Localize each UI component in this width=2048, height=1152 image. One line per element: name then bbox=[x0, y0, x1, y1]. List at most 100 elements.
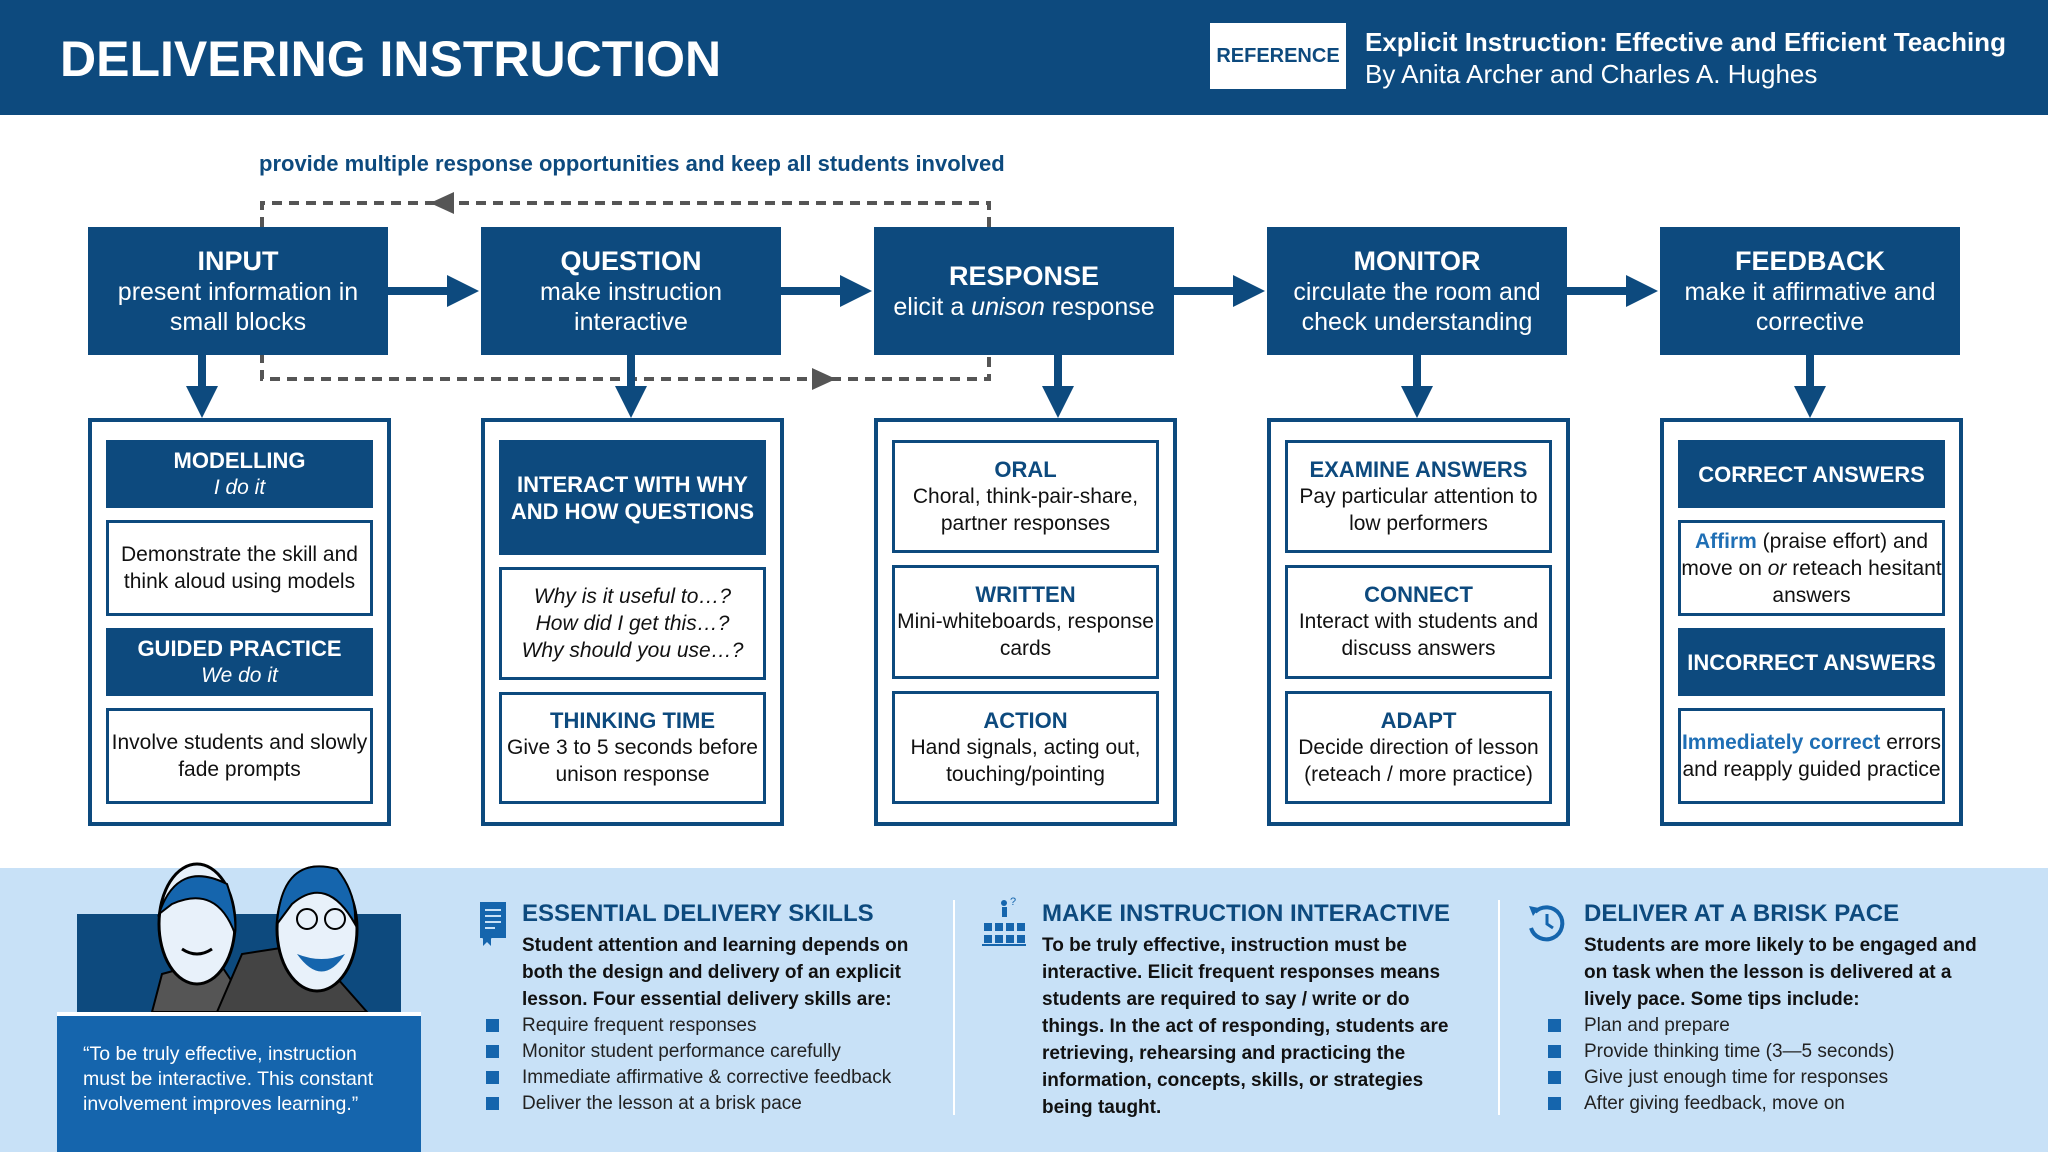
section-make-instruction-interactive: MAKE INSTRUCTION INTERACTIVE To be truly… bbox=[1042, 900, 1462, 1121]
card-text-part: reteach hesitant answers bbox=[1772, 556, 1942, 607]
card-line: How did I get this…? bbox=[535, 611, 730, 635]
quote: “To be truly effective, instruction must… bbox=[57, 1012, 421, 1152]
list-item: Give just enough time for responses bbox=[1548, 1065, 2004, 1091]
detail-card: Immediately correct errors and reapply g… bbox=[1678, 708, 1945, 804]
detail-column-2: INTERACT WITH WHY AND HOW QUESTIONS Why i… bbox=[481, 418, 784, 826]
card-text: Choral, think-pair-share, partner respon… bbox=[912, 485, 1139, 536]
detail-card: Affirm (praise effort) and move on or re… bbox=[1678, 520, 1945, 616]
bullet-list: Require frequent responses Monitor stude… bbox=[486, 1013, 922, 1117]
step-title: INPUT bbox=[197, 246, 279, 276]
card-text-part: (praise effort) and move on bbox=[1681, 529, 1929, 580]
divider bbox=[1498, 900, 1500, 1115]
bullet-list: Plan and prepare Provide thinking time (… bbox=[1548, 1013, 2004, 1117]
section-title: ESSENTIAL DELIVERY SKILLS bbox=[522, 900, 874, 927]
card-title: MODELLING bbox=[173, 448, 306, 473]
list-item: Monitor student performance carefully bbox=[486, 1039, 922, 1065]
subtitle-emphasis: unison bbox=[971, 293, 1045, 321]
card-text-part: errors and reapply guided practice bbox=[1682, 731, 1942, 781]
authors-portrait bbox=[77, 862, 401, 1013]
loop-label: provide multiple response opportunities … bbox=[259, 151, 1005, 176]
section-body: Student attention and learning depends o… bbox=[522, 935, 909, 1010]
book-title: Explicit Instruction: Effective and Effi… bbox=[1365, 27, 2006, 57]
step-subtitle: elicit a unison response bbox=[874, 292, 1174, 322]
list-item: Provide thinking time (3—5 seconds) bbox=[1548, 1039, 2004, 1065]
section-title: DELIVER AT A BRISK PACE bbox=[1584, 900, 1900, 927]
subtitle-text: response bbox=[1044, 293, 1155, 321]
card-title: EXAMINE ANSWERS bbox=[1309, 457, 1528, 483]
book-reference: Explicit Instruction: Effective and Effi… bbox=[1365, 26, 2006, 90]
detail-card: GUIDED PRACTICE We do it bbox=[106, 628, 373, 696]
loop-arrowhead-right bbox=[812, 368, 836, 390]
detail-card: Involve students and slowly fade prompts bbox=[106, 708, 373, 804]
step-subtitle: make instruction interactive bbox=[539, 278, 723, 336]
loop-arrowhead-left bbox=[430, 192, 454, 214]
card-text: Demonstrate the skill and think aloud us… bbox=[121, 543, 358, 593]
card-title: INCORRECT ANSWERS bbox=[1687, 649, 1936, 675]
card-title: GUIDED PRACTICE bbox=[137, 636, 342, 661]
detail-card: Demonstrate the skill and think aloud us… bbox=[106, 520, 373, 616]
card-lead: Affirm bbox=[1694, 529, 1757, 553]
card-text: Pay particular attention to low performe… bbox=[1299, 485, 1538, 536]
step-subtitle: make it affirmative and corrective bbox=[1684, 278, 1936, 336]
list-item: Require frequent responses bbox=[486, 1013, 922, 1039]
card-text: Decide direction of lesson (reteach / mo… bbox=[1298, 735, 1539, 786]
step-title: RESPONSE bbox=[948, 261, 1100, 291]
list-item: Plan and prepare bbox=[1548, 1013, 2004, 1039]
detail-column-5: CORRECT ANSWERS Affirm (praise effort) an… bbox=[1660, 418, 1963, 826]
card-title: WRITTEN bbox=[975, 582, 1076, 608]
card-text: Hand signals, acting out, touching/point… bbox=[910, 735, 1141, 786]
step-title: FEEDBACK bbox=[1734, 246, 1885, 276]
subtitle-text: elicit a bbox=[893, 293, 972, 321]
reference-badge: REFERENCE bbox=[1210, 23, 1346, 89]
section-essential-delivery-skills: ESSENTIAL DELIVERY SKILLS Student attent… bbox=[486, 900, 922, 1117]
section-body: To be truly effective, instruction must … bbox=[1042, 935, 1449, 1118]
author-illustration-right bbox=[215, 865, 370, 1013]
svg-text:?: ? bbox=[1010, 897, 1016, 908]
page-title: DELIVERING INSTRUCTION bbox=[60, 31, 722, 87]
card-line: Why should you use…? bbox=[521, 638, 744, 662]
card-subtitle: We do it bbox=[201, 664, 278, 687]
detail-card: INTERACT WITH WHY AND HOW QUESTIONS bbox=[499, 440, 766, 555]
card-title: INTERACT WITH WHY AND HOW QUESTIONS bbox=[510, 471, 755, 524]
card-text: Mini-whiteboards, response cards bbox=[897, 610, 1154, 661]
card-text: Interact with students and discuss answe… bbox=[1298, 610, 1539, 661]
section-body: Students are more likely to be engaged a… bbox=[1584, 935, 1977, 1010]
certificate-icon bbox=[480, 902, 506, 946]
divider bbox=[953, 900, 955, 1115]
step-subtitle: circulate the room and check understandi… bbox=[1293, 278, 1541, 336]
book-authors: By Anita Archer and Charles A. Hughes bbox=[1365, 59, 1818, 89]
step-title: MONITOR bbox=[1353, 246, 1481, 276]
step-subtitle: present information in small blocks bbox=[117, 278, 359, 336]
detail-card: CORRECT ANSWERS bbox=[1678, 440, 1945, 508]
card-text: Involve students and slowly fade prompts bbox=[111, 731, 368, 781]
card-title: ACTION bbox=[983, 707, 1068, 733]
section-deliver-at-brisk-pace: DELIVER AT A BRISK PACE Students are mor… bbox=[1548, 900, 2004, 1117]
card-lead: Immediately correct bbox=[1681, 731, 1881, 754]
card-line: Why is it useful to…? bbox=[533, 584, 732, 608]
classroom-icon: ? bbox=[982, 897, 1026, 946]
section-title: MAKE INSTRUCTION INTERACTIVE bbox=[1042, 900, 1450, 927]
card-title: THINKING TIME bbox=[550, 708, 715, 734]
author-illustration-left bbox=[150, 862, 254, 1013]
card-text: Immediately correct errors and reapply g… bbox=[1681, 729, 1942, 783]
detail-card: INCORRECT ANSWERS bbox=[1678, 628, 1945, 696]
clock-rewind-icon bbox=[1529, 905, 1565, 942]
step-title: QUESTION bbox=[560, 246, 702, 276]
card-text: Give 3 to 5 seconds before unison respon… bbox=[507, 736, 758, 787]
detail-card: Why is it useful to…? How did I get this…… bbox=[499, 567, 766, 680]
card-title: CORRECT ANSWERS bbox=[1698, 461, 1925, 487]
card-text: Affirm (praise effort) and move on or re… bbox=[1681, 528, 1942, 609]
